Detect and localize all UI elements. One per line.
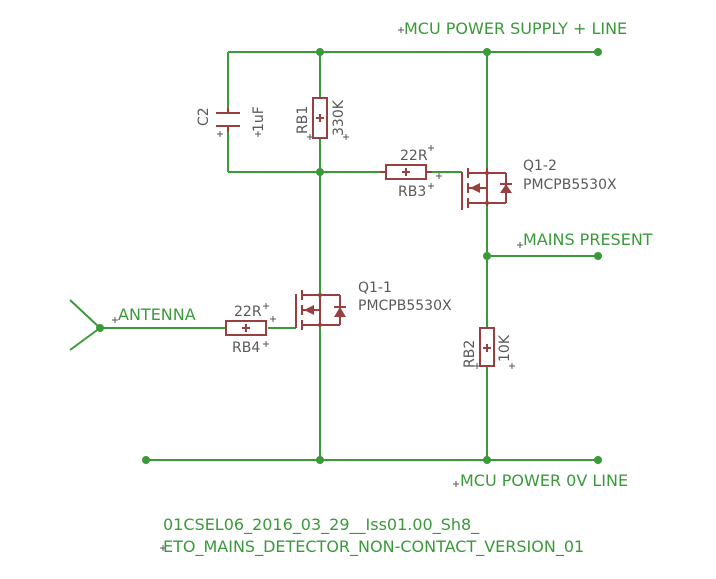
c2-ref-label: C2: [196, 107, 212, 126]
mains-present-net-label: MAINS PRESENT: [523, 230, 653, 249]
q1-2-value-label: PMCPB5530X: [523, 177, 617, 193]
rb2-ref-label: RB2: [462, 340, 478, 368]
resistor-rb2: [474, 327, 515, 369]
junctions: [96, 48, 602, 464]
ground-net-label: MCU POWER 0V LINE: [460, 471, 628, 490]
q1-1-ref-label: Q1-1: [358, 280, 392, 296]
supply-net-label: MCU POWER SUPPLY + LINE: [404, 19, 627, 38]
footer-line-2: ETO_MAINS_DETECTOR_NON-CONTACT_VERSION_0…: [163, 537, 584, 557]
resistor-rb4: [225, 303, 269, 347]
rb3-value-label: 22R: [400, 148, 428, 164]
rb4-value-label: 22R: [234, 304, 262, 320]
rb2-value-label: 10K: [497, 334, 513, 362]
wires: [100, 51, 598, 461]
rb3-ref-label: RB3: [398, 184, 426, 200]
rb1-ref-label: RB1: [295, 106, 311, 134]
mosfet-q1-1: [270, 290, 346, 330]
capacitor-c2: [216, 108, 261, 137]
resistor-rb3: [380, 145, 434, 189]
antenna-net-label: ANTENNA: [118, 305, 196, 324]
q1-2-ref-label: Q1-2: [523, 158, 557, 174]
label-anchors: [112, 27, 523, 551]
rb1-value-label: 330K: [331, 99, 347, 136]
footer-line-1: 01CSEL06_2016_03_29__Iss01.00_Sh8_: [163, 515, 480, 535]
rb4-ref-label: RB4: [232, 340, 260, 356]
antenna-icon: [69, 299, 101, 351]
resistor-rb1: [307, 97, 349, 140]
q1-1-value-label: PMCPB5530X: [358, 298, 452, 314]
c2-value-label: 1uF: [251, 106, 267, 132]
mosfet-q1-2: [436, 168, 512, 210]
